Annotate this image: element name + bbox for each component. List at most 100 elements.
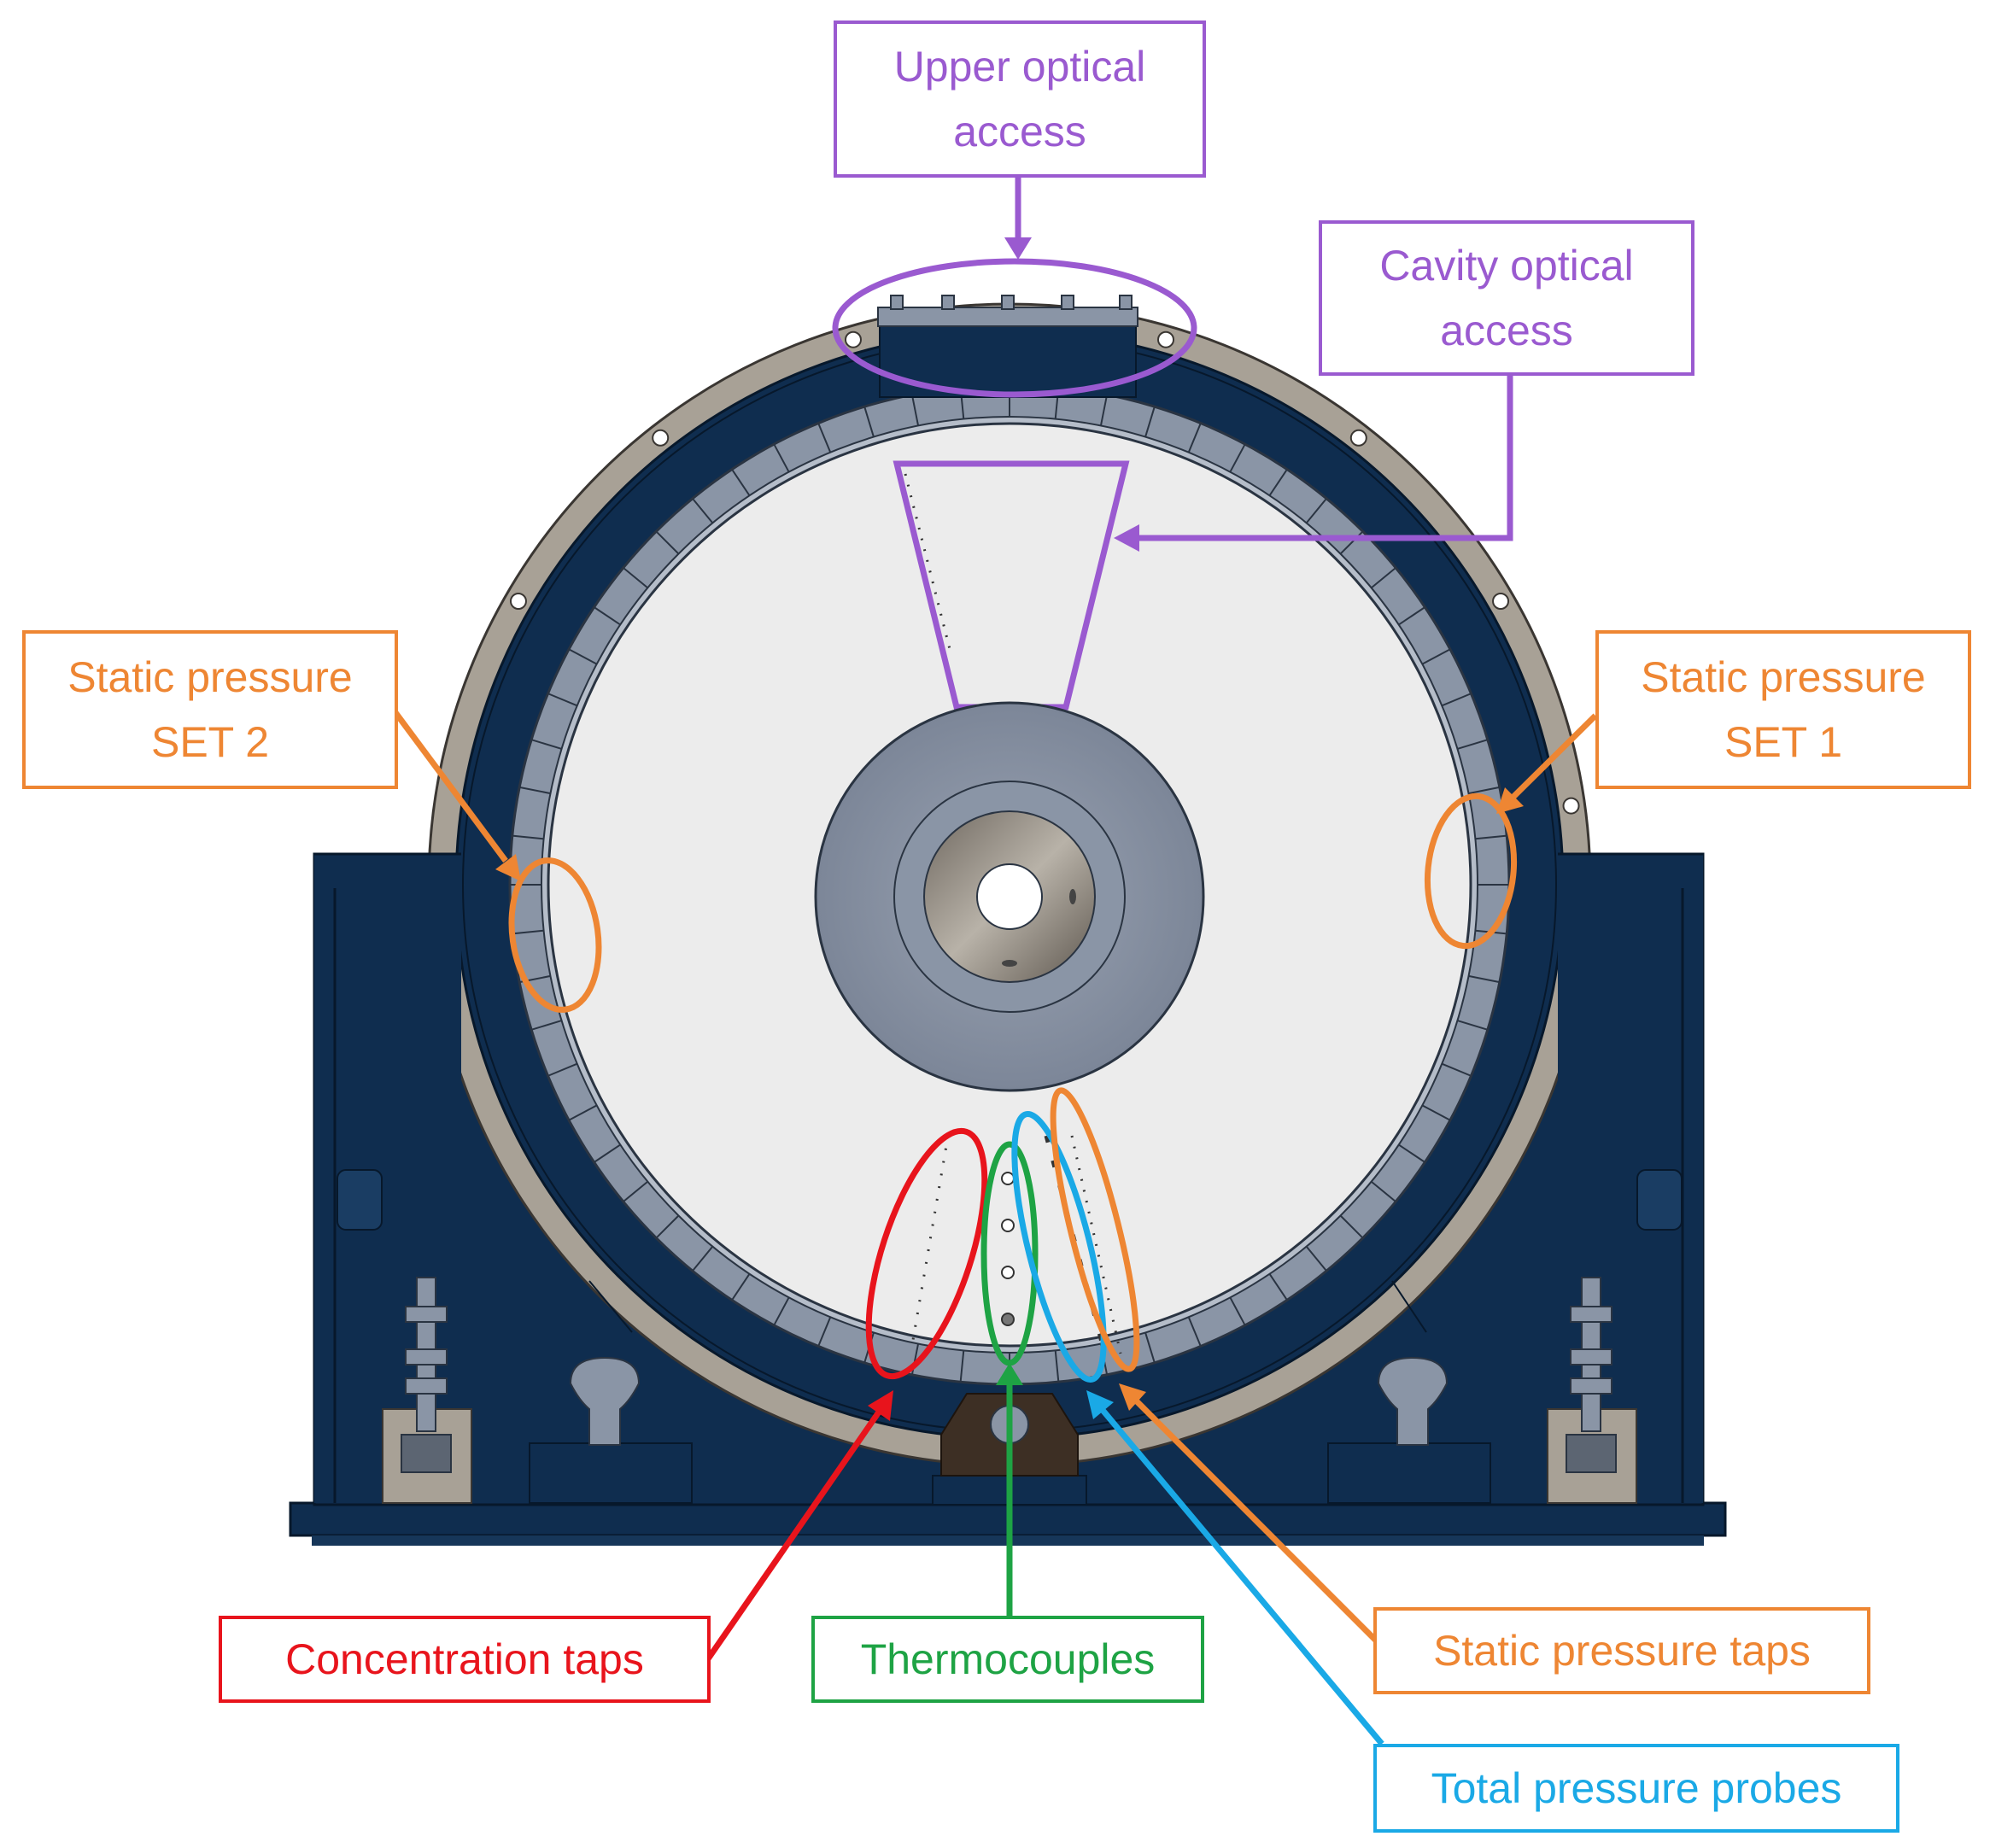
ring-segment-divider	[1229, 1296, 1246, 1326]
flange-bolt-holes	[509, 330, 1580, 815]
ring-segment-divider	[655, 530, 680, 555]
label-static-pressure-set2: Static pressure SET 2	[22, 630, 398, 789]
label-thermocouples: Thermocouples	[811, 1616, 1204, 1703]
stator-ring-segments	[510, 385, 1509, 1384]
bolt-hole	[1157, 330, 1175, 348]
foot-block-right	[1327, 1442, 1491, 1504]
ring-segment-divider	[1305, 498, 1327, 524]
cavity-window-outline	[893, 460, 1130, 711]
concentration-highlight	[865, 1127, 988, 1380]
static-set2-line1: Static pressure	[67, 653, 353, 701]
lifting-lug-right	[1377, 1356, 1449, 1446]
ring-segment-divider	[623, 1180, 649, 1202]
ring-segment-divider	[1305, 1245, 1327, 1272]
concentration-arrow-head	[868, 1390, 893, 1421]
ring-segment-divider	[1398, 1143, 1425, 1163]
upper-optical-line1: Upper optical	[893, 43, 1146, 91]
total-pressure-highlight	[1011, 1111, 1107, 1383]
cavity-optical-arrow-head	[1114, 524, 1139, 552]
ring-segment-divider	[594, 606, 621, 626]
ring-segment-divider	[731, 469, 751, 496]
ring-segment-divider	[1370, 1180, 1396, 1202]
ring-segment-divider	[623, 567, 649, 589]
leveling-screw-left	[382, 1277, 472, 1504]
ring-segment-divider	[1268, 469, 1288, 496]
ring-segment-divider	[568, 648, 598, 665]
upper-optical-line2: access	[953, 108, 1086, 155]
static-set1-arrow-head	[1496, 787, 1524, 814]
ring-segment-divider	[692, 498, 714, 524]
upper-window-studs	[890, 295, 1133, 310]
cavity-window-taps	[904, 473, 951, 650]
ring-segment-divider	[773, 1296, 790, 1326]
window-stud	[941, 295, 955, 310]
static-set2-highlight	[508, 857, 602, 1013]
ring-segment-divider	[1187, 423, 1202, 453]
total-pressure-arrow-line	[1099, 1406, 1384, 1746]
total-pressure-arrow-head	[1086, 1390, 1114, 1419]
thermocouple-ports	[1001, 1172, 1015, 1326]
static-set1-arrow-line	[1509, 713, 1598, 801]
thermocouples-text: Thermocouples	[860, 1635, 1156, 1683]
ring-segment-divider	[530, 739, 562, 750]
static-taps-arrow-line	[1133, 1398, 1381, 1646]
ring-segment-divider	[512, 834, 544, 840]
static-taps-highlight	[1050, 1087, 1140, 1372]
ring-segment-divider	[1421, 1104, 1451, 1121]
pedestal-slot-right	[1391, 1280, 1427, 1333]
static-set2-arrow-head	[495, 854, 521, 881]
window-stud	[1119, 295, 1133, 310]
ring-segment-divider	[1441, 693, 1472, 707]
ring-segment-divider	[547, 693, 578, 707]
window-stud	[1061, 295, 1074, 310]
ring-segment-divider	[773, 443, 790, 473]
ring-segment-divider	[692, 1245, 714, 1272]
pedestal-slot-left	[588, 1280, 633, 1333]
cavity-optical-connector	[1138, 376, 1513, 541]
label-cavity-optical-access: Cavity optical access	[1319, 220, 1694, 376]
hub-port	[1069, 889, 1076, 904]
static-set2-arrow-line	[392, 709, 508, 863]
label-static-pressure-set1: Static pressure SET 1	[1595, 630, 1971, 789]
pedestal-cover	[314, 854, 461, 1503]
ring-segment-divider	[1398, 606, 1425, 626]
ring-segment-divider	[863, 406, 875, 437]
ring-segment-divider	[1144, 406, 1156, 437]
ring-segment-divider	[1099, 395, 1109, 426]
total-pressure-text: Total pressure probes	[1431, 1764, 1842, 1812]
ring-segment-divider	[1475, 834, 1507, 840]
ring-segment-divider	[1468, 974, 1500, 984]
static-set1-highlight	[1424, 792, 1518, 950]
ring-segment-divider	[1054, 1350, 1060, 1383]
ring-segment-divider	[1441, 1062, 1472, 1077]
ring-segment-divider	[519, 786, 551, 795]
ring-segment-divider	[1339, 1214, 1364, 1239]
ring-segment-divider	[1144, 1332, 1156, 1364]
label-upper-optical-access: Upper optical access	[834, 20, 1206, 178]
bolt-hole	[509, 593, 527, 610]
hub-bore	[976, 863, 1043, 930]
concentration-arrow-line	[705, 1409, 882, 1662]
window-stud	[1001, 295, 1015, 310]
ring-segment-divider	[731, 1273, 751, 1301]
ring-segment-divider	[568, 1104, 598, 1121]
ring-segment-divider	[1370, 567, 1396, 589]
ring-segment-divider	[530, 1020, 562, 1031]
static-pressure-tap-dots	[1070, 1135, 1122, 1354]
ring-segment-divider	[594, 1143, 621, 1163]
ring-segment-divider	[512, 929, 544, 935]
static-set2-line2: SET 2	[150, 718, 270, 766]
ring-segment-divider	[1457, 1020, 1489, 1031]
static-taps-text: Static pressure taps	[1433, 1627, 1811, 1675]
upper-optical-highlight	[832, 258, 1197, 398]
upper-window-plate	[877, 307, 1138, 327]
ring-segment-divider	[817, 1316, 832, 1347]
static-set1-line2: SET 1	[1724, 718, 1843, 766]
ring-segment-divider	[910, 395, 920, 426]
ring-segment-divider	[1268, 1273, 1288, 1301]
label-static-pressure-taps: Static pressure taps	[1373, 1607, 1870, 1694]
bolt-hole	[1349, 429, 1367, 447]
hub-port-lower	[1002, 960, 1017, 967]
lifting-lug-left	[569, 1356, 641, 1446]
